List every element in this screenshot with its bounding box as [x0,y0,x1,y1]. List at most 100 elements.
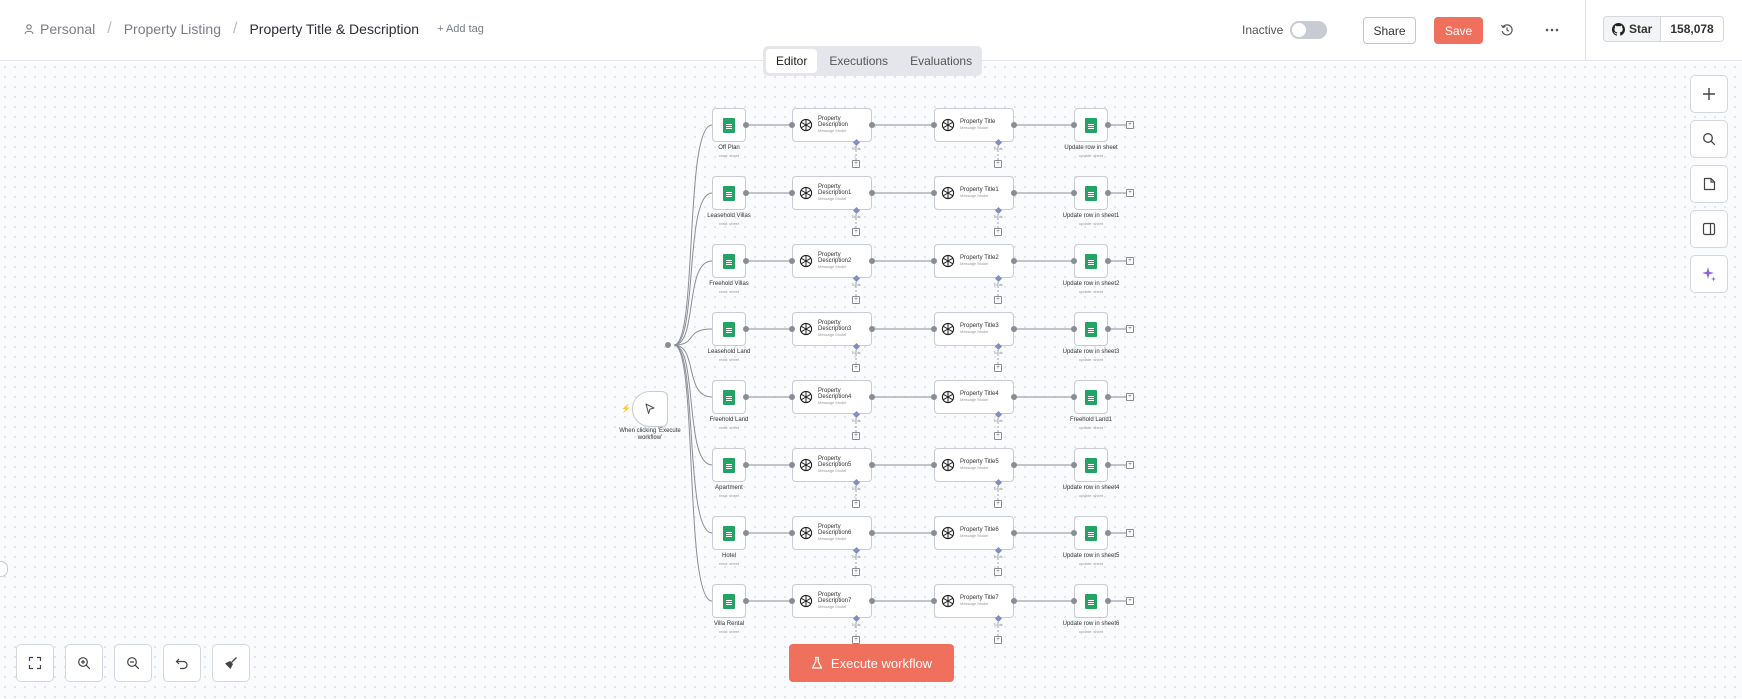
connection-handle[interactable] [1105,394,1111,400]
more-options-icon[interactable] [1541,19,1563,41]
zoom-in-button[interactable] [65,644,103,682]
google-sheets-update-node[interactable] [1074,244,1108,278]
connection-handle[interactable] [1071,530,1077,536]
workflow-title[interactable]: Property Title & Description [249,21,420,37]
connection-handle[interactable] [931,258,937,264]
connection-handle[interactable] [931,394,937,400]
add-next-node-button[interactable]: + [1126,597,1134,605]
connection-handle[interactable] [931,326,937,332]
add-tool-button[interactable]: + [852,636,860,644]
add-tool-button[interactable]: + [994,296,1002,304]
manual-trigger-node[interactable] [632,391,668,427]
connection-handle[interactable] [1071,190,1077,196]
connection-handle[interactable] [743,258,749,264]
connection-handle[interactable] [1071,394,1077,400]
connection-handle[interactable] [1071,598,1077,604]
add-tool-button[interactable]: + [994,160,1002,168]
connection-handle[interactable] [1011,326,1017,332]
add-next-node-button[interactable]: + [1126,529,1134,537]
connection-handle[interactable] [1105,462,1111,468]
add-next-node-button[interactable]: + [1126,325,1134,333]
add-tool-button[interactable]: + [994,364,1002,372]
add-tool-button[interactable]: + [852,228,860,236]
connection-handle[interactable] [869,394,875,400]
activation-toggle[interactable] [1290,21,1327,39]
connection-handle[interactable] [1105,598,1111,604]
add-tool-button[interactable]: + [852,568,860,576]
google-sheets-read-node[interactable] [712,448,746,482]
save-button[interactable]: Save [1434,17,1483,44]
add-tool-button[interactable]: + [994,432,1002,440]
connection-handle[interactable] [1105,258,1111,264]
google-sheets-update-node[interactable] [1074,108,1108,142]
ai-assistant-button[interactable] [1690,255,1728,293]
connection-handle[interactable] [1105,530,1111,536]
execute-workflow-button[interactable]: Execute workflow [789,644,954,682]
connection-handle[interactable] [743,394,749,400]
add-sticky-note-button[interactable] [1690,165,1728,203]
connection-handle[interactable] [1105,122,1111,128]
add-tool-button[interactable]: + [994,568,1002,576]
connection-handle[interactable] [1105,190,1111,196]
connection-handle[interactable] [869,462,875,468]
trigger-output-handle[interactable] [665,342,671,348]
tab-evaluations[interactable]: Evaluations [910,54,973,68]
google-sheets-update-node[interactable] [1074,584,1108,618]
connection-handle[interactable] [743,598,749,604]
add-next-node-button[interactable]: + [1126,257,1134,265]
add-next-node-button[interactable]: + [1126,393,1134,401]
google-sheets-read-node[interactable] [712,584,746,618]
google-sheets-update-node[interactable] [1074,516,1108,550]
add-tool-button[interactable]: + [994,636,1002,644]
add-tag-button[interactable]: + Add tag [437,23,484,35]
google-sheets-update-node[interactable] [1074,448,1108,482]
google-sheets-read-node[interactable] [712,176,746,210]
connection-handle[interactable] [1071,326,1077,332]
connection-handle[interactable] [789,190,795,196]
connection-handle[interactable] [869,258,875,264]
google-sheets-read-node[interactable] [712,516,746,550]
share-button[interactable]: Share [1363,17,1416,44]
connection-handle[interactable] [789,462,795,468]
google-sheets-read-node[interactable] [712,380,746,414]
connection-handle[interactable] [1071,462,1077,468]
google-sheets-read-node[interactable] [712,244,746,278]
google-sheets-read-node[interactable] [712,312,746,346]
connection-handle[interactable] [931,190,937,196]
connection-handle[interactable] [743,190,749,196]
add-tool-button[interactable]: + [994,500,1002,508]
tab-executions[interactable]: Executions [829,54,889,68]
tab-editor[interactable]: Editor [766,49,818,73]
tidy-up-button[interactable] [212,644,250,682]
connection-handle[interactable] [1071,122,1077,128]
add-node-button[interactable] [1690,75,1728,113]
connection-handle[interactable] [869,122,875,128]
search-nodes-button[interactable] [1690,120,1728,158]
connection-handle[interactable] [869,598,875,604]
add-next-node-button[interactable]: + [1126,189,1134,197]
google-sheets-update-node[interactable] [1074,380,1108,414]
connection-handle[interactable] [1011,122,1017,128]
history-icon[interactable] [1496,19,1518,41]
add-tool-button[interactable]: + [852,364,860,372]
connection-handle[interactable] [869,326,875,332]
connection-handle[interactable] [931,462,937,468]
breadcrumb-folder[interactable]: Property Listing [123,21,221,37]
add-tool-button[interactable]: + [852,160,860,168]
google-sheets-update-node[interactable] [1074,312,1108,346]
connection-handle[interactable] [789,122,795,128]
toggle-panel-button[interactable] [1690,210,1728,248]
connection-handle[interactable] [931,598,937,604]
connection-handle[interactable] [1105,326,1111,332]
connection-handle[interactable] [869,530,875,536]
breadcrumb-workspace[interactable]: Personal [24,21,95,37]
